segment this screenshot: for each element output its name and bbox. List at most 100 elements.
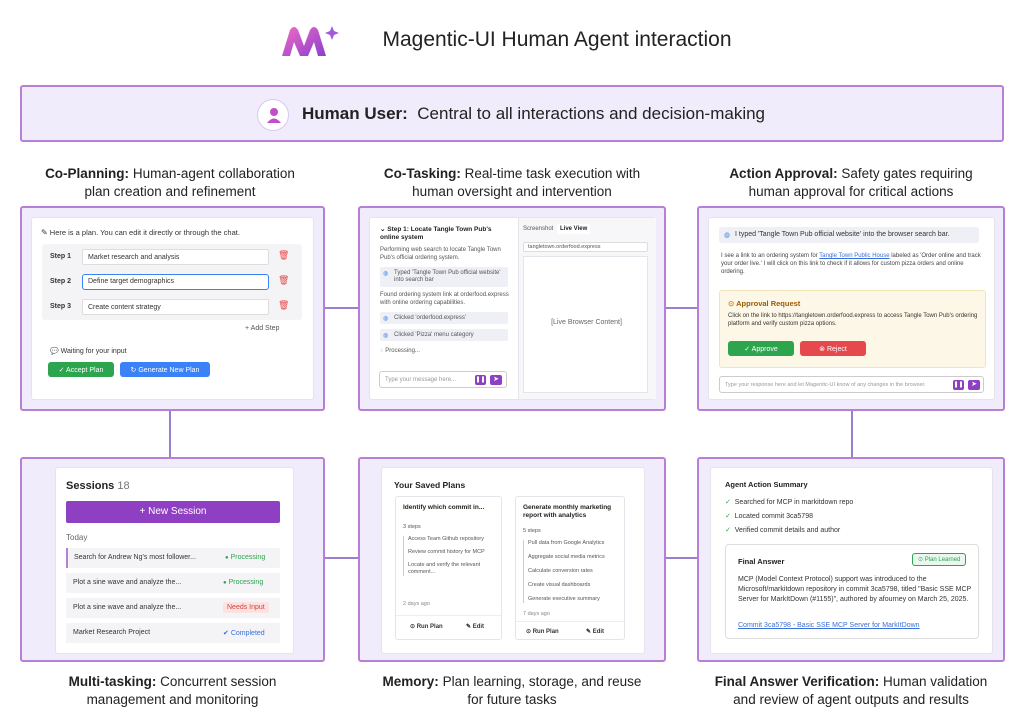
final-answer-text: MCP (Model Context Protocol) support was… xyxy=(738,576,972,603)
connector xyxy=(169,411,171,457)
status-text: Found ordering system link at orderfood.… xyxy=(380,292,509,306)
edit-button[interactable]: ✎ Edit xyxy=(586,629,605,635)
pause-icon[interactable]: ❚❚ xyxy=(475,375,486,385)
pencil-icon: ✎ xyxy=(586,629,592,635)
globe-icon: ◍ xyxy=(383,333,389,339)
action-item: ◍Clicked 'orderfood.express' xyxy=(380,312,508,324)
url-bar[interactable]: tangletown.orderfood.express xyxy=(523,242,648,252)
coplan-intro: ✎ Here is a plan. You can edit it direct… xyxy=(41,228,240,237)
session-item[interactable]: Search for Andrew Ng's most follower... … xyxy=(66,548,280,568)
edit-icon: ✎ xyxy=(41,228,48,237)
saved-plans-card: Your Saved Plans Identify which commit i… xyxy=(381,467,645,654)
warning-icon: ⊙ xyxy=(728,299,735,308)
trash-icon[interactable]: 🗑 xyxy=(278,275,290,285)
plan-card[interactable]: Identify which commit in... 3 steps Acce… xyxy=(395,496,502,640)
trash-icon[interactable]: 🗑 xyxy=(278,300,290,310)
check-circle-icon: ✔ xyxy=(223,630,229,637)
accept-plan-button[interactable]: ✓ Accept Plan xyxy=(48,362,114,377)
refresh-icon: ↻ xyxy=(130,367,137,374)
action-item: ◍Clicked 'Pizza' menu category xyxy=(380,329,508,341)
approve-button[interactable]: ✓ Approve xyxy=(728,341,794,356)
close-icon: ⊗ xyxy=(819,346,826,353)
spinner-icon: ◌ xyxy=(380,348,384,354)
run-plan-button[interactable]: ⊙ Run Plan xyxy=(526,629,559,635)
session-item[interactable]: Market Research Project ✔ Completed xyxy=(66,623,280,643)
step-input[interactable]: Market research and analysis xyxy=(82,249,269,265)
plan-card[interactable]: Generate monthly marketing report with a… xyxy=(515,496,625,640)
pencil-icon: ✎ xyxy=(466,624,472,630)
tab-screenshot[interactable]: Screenshot xyxy=(523,226,554,232)
globe-icon: ◍ xyxy=(383,316,389,322)
send-icon[interactable]: ➤ xyxy=(490,375,502,385)
connector xyxy=(325,307,358,309)
check-icon: ✓ xyxy=(725,527,731,534)
saved-plans-title: Your Saved Plans xyxy=(394,480,466,490)
edit-button[interactable]: ✎ Edit xyxy=(466,624,485,630)
waiting-status: 💬 Waiting for your input xyxy=(50,348,127,355)
browser-column: Screenshot Live View tangletown.orderfoo… xyxy=(518,218,656,399)
play-icon: ⊙ xyxy=(526,629,532,635)
message-input[interactable]: Type your message here... ❚❚ ➤ xyxy=(379,371,507,388)
send-icon[interactable]: ➤ xyxy=(968,380,980,390)
human-user-label: Human User: xyxy=(302,104,408,123)
trash-icon[interactable]: 🗑 xyxy=(278,250,290,260)
session-item[interactable]: Plot a sine wave and analyze the... ● Pr… xyxy=(66,573,280,593)
generate-plan-button[interactable]: ↻ Generate New Plan xyxy=(120,362,210,377)
approval-title: ⊙ Approval Request xyxy=(728,299,801,308)
sessions-card: Sessions 18 + New Session Today Search f… xyxy=(55,467,294,654)
connector xyxy=(325,557,358,559)
pause-icon[interactable]: ❚❚ xyxy=(953,380,964,390)
response-input[interactable]: Type your response here and let Magentic… xyxy=(719,376,984,393)
tab-live-view[interactable]: Live View xyxy=(557,224,591,234)
page-title: Magentic-UI Human Agent interaction xyxy=(382,28,732,51)
connector xyxy=(851,411,853,457)
connector xyxy=(666,557,697,559)
check-circle-icon: ⊙ xyxy=(918,557,924,563)
live-browser-area[interactable]: [Live Browser Content] xyxy=(523,256,648,393)
today-label: Today xyxy=(66,533,88,542)
cotasking-panel: ⌄ Step 1: Locate Tangle Town Pub's onlin… xyxy=(358,206,666,411)
check-item: ✓ Searched for MCP in markitdown repo xyxy=(725,499,854,506)
globe-icon: ◍ xyxy=(383,271,389,277)
multitasking-panel: Sessions 18 + New Session Today Search f… xyxy=(20,457,325,662)
status-text: Performing web search to locate Tangle T… xyxy=(380,247,501,261)
final-answer-box: Final Answer ⊙ Plan Learned MCP (Model C… xyxy=(725,544,979,639)
chat-column: ⌄ Step 1: Locate Tangle Town Pub's onlin… xyxy=(370,218,518,399)
final-answer-card: Agent Action Summary ✓ Searched for MCP … xyxy=(710,467,993,654)
coplanning-panel: ✎ Here is a plan. You can edit it direct… xyxy=(20,206,325,411)
step-input[interactable]: Create content strategy xyxy=(82,299,269,315)
step-label: Step 1 xyxy=(50,253,72,260)
step-input[interactable]: Define target demographics xyxy=(82,274,269,290)
run-plan-button[interactable]: ⊙ Run Plan xyxy=(410,624,443,630)
memory-panel: Your Saved Plans Identify which commit i… xyxy=(358,457,666,662)
step-title: ⌄ Step 1: Locate Tangle Town Pub's onlin… xyxy=(380,226,492,241)
add-step-button[interactable]: + Add Step xyxy=(245,325,280,332)
check-icon: ✓ xyxy=(725,499,731,506)
status-badge: ● Processing xyxy=(223,579,264,586)
check-icon: ✓ xyxy=(744,346,751,353)
caption-final: Final Answer Verification: Human validat… xyxy=(714,674,988,707)
cotask-card: ⌄ Step 1: Locate Tangle Town Pub's onlin… xyxy=(369,217,656,400)
connector xyxy=(666,307,697,309)
human-user-desc: Central to all interactions and decision… xyxy=(417,104,766,123)
chat-icon: 💬 xyxy=(50,348,59,355)
check-icon: ✓ xyxy=(725,513,731,520)
check-item: ✓ Verified commit details and author xyxy=(725,527,841,534)
globe-icon: ◍ xyxy=(724,232,731,239)
session-item[interactable]: Plot a sine wave and analyze the... Need… xyxy=(66,598,280,618)
caption-cotasking: Co-Tasking: Real-time task execution wit… xyxy=(383,166,641,199)
step-label: Step 2 xyxy=(50,278,72,285)
action-item: ◍Typed 'Tangle Town Pub official website… xyxy=(380,267,508,287)
processing-indicator: ◌ Processing... xyxy=(380,348,420,354)
typed-action: ◍I typed 'Tangle Town Pub official websi… xyxy=(719,227,979,243)
status-badge: ● Processing xyxy=(225,554,266,561)
pub-link[interactable]: Tangle Town Public House xyxy=(819,253,890,259)
live-browser-label: [Live Browser Content] xyxy=(551,319,622,326)
approval-panel: ◍I typed 'Tangle Town Pub official websi… xyxy=(697,206,1005,411)
reject-button[interactable]: ⊗ Reject xyxy=(800,341,866,356)
commit-link[interactable]: Commit 3ca5798 - Basic SSE MCP Server fo… xyxy=(738,622,920,629)
human-user-banner: Human User: Central to all interactions … xyxy=(20,85,1004,142)
new-session-button[interactable]: + New Session xyxy=(66,501,280,523)
